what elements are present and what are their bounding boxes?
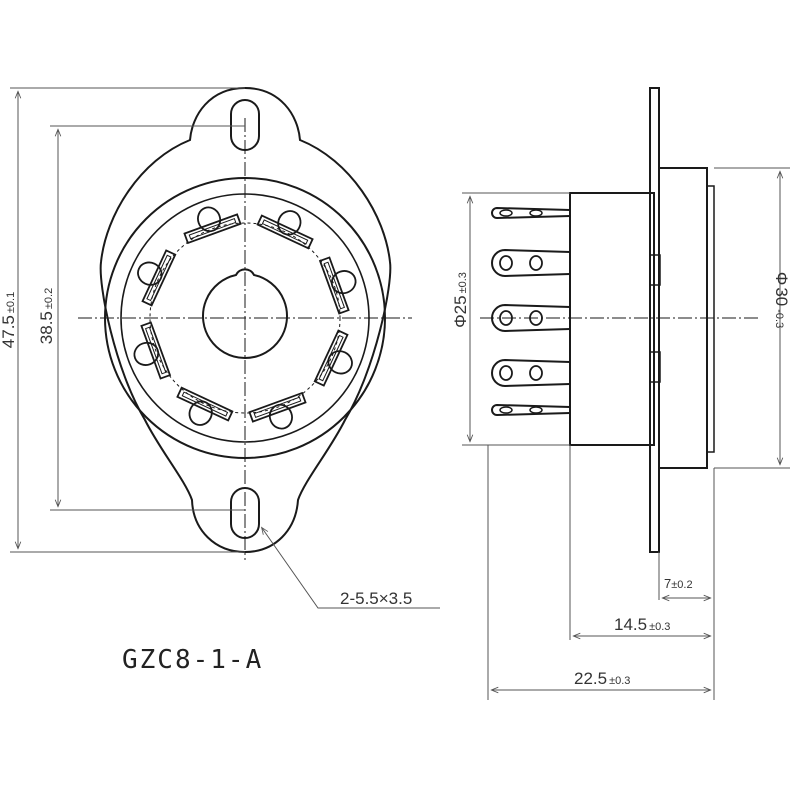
depth-body-label: 14.5±0.3 xyxy=(614,615,670,634)
side-pin-terminal xyxy=(491,248,571,278)
pin-contact xyxy=(256,210,314,250)
front-dimensions xyxy=(10,87,440,609)
center-key-hole xyxy=(202,268,288,360)
side-pin-terminal xyxy=(491,403,571,417)
pin-contact xyxy=(137,249,177,307)
pin-contact xyxy=(133,321,172,380)
mounting-holes-label: 2-5.5×3.5 xyxy=(340,589,412,608)
pin-contact xyxy=(248,391,307,430)
side-body xyxy=(569,192,655,446)
pin-contact xyxy=(313,329,353,387)
pin-contact xyxy=(183,206,242,245)
side-view xyxy=(480,87,760,553)
side-dimensions xyxy=(462,167,790,700)
side-key-tab-top xyxy=(649,254,661,286)
front-view xyxy=(78,86,412,560)
side-pin-terminal xyxy=(491,358,571,388)
pin-contact xyxy=(318,256,357,315)
depth-front-label: 7±0.2 xyxy=(664,576,693,591)
depth-total-label: 22.5±0.3 xyxy=(574,669,630,688)
side-pin-terminal xyxy=(491,303,571,333)
side-pin-terminal xyxy=(491,206,571,220)
part-code: GZC8-1-A xyxy=(122,645,263,675)
mount-spacing-label: 38.5±0.2 xyxy=(37,288,56,344)
pin-circle-diameter-label: Φ25±0.3 xyxy=(451,272,470,328)
pin-contact xyxy=(176,386,234,426)
body-diameter-label: Φ30-0.3 xyxy=(772,272,791,328)
side-key-tab-bottom xyxy=(649,351,661,383)
pin-contacts xyxy=(133,206,357,430)
side-pin-terminals xyxy=(491,206,571,417)
side-front-lip xyxy=(706,185,715,453)
overall-height-label: 47.5±0.1 xyxy=(0,292,18,348)
